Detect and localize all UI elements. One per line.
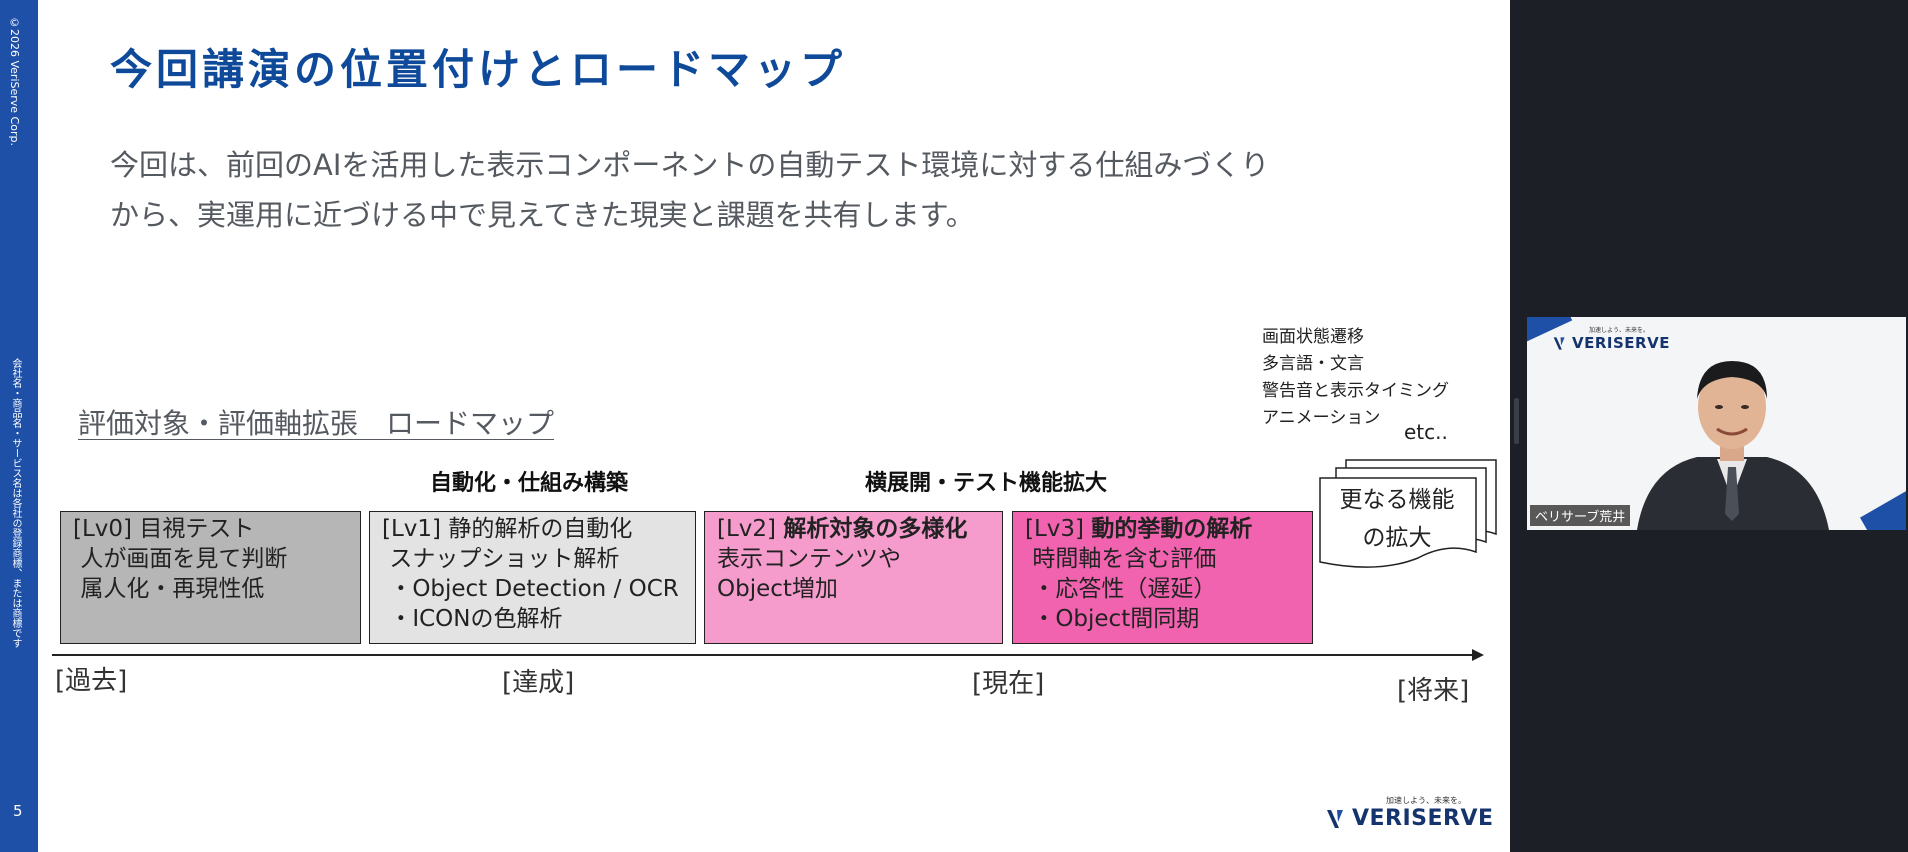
intro-line-1: 今回は、前回のAIを活用した表示コンポーネントの自動テスト環境に対する仕組みづく… [110, 148, 1270, 182]
level-tag: [Lv1] [382, 516, 442, 542]
phase-expansion-label: 横展開・テスト機能拡大 [865, 471, 1108, 496]
level-heading: 目視テスト [139, 516, 255, 542]
further-expansion-line-2: の拡大 [1362, 525, 1432, 551]
panel-resize-handle[interactable] [1514, 398, 1519, 444]
level-detail: 表示コンテンツや [717, 546, 901, 572]
level-box-lv1: [Lv1] 静的解析の自動化 スナップショット解析 ・Object Detect… [369, 511, 696, 644]
level-detail: ・応答性（遅延） [1032, 576, 1217, 602]
future-etc: etc.. [1404, 420, 1448, 444]
slide-title: 今回講演の位置付けとロードマップ [110, 45, 847, 94]
veriserve-logo: 加速しよう、未来を。 VERISERVE [1326, 795, 1494, 831]
future-item: アニメーション [1262, 408, 1381, 428]
document-stack-icon [1319, 459, 1497, 568]
presenter-nameplate: ベリサーブ荒井 [1530, 505, 1631, 526]
level-heading: 動的挙動の解析 [1091, 516, 1253, 542]
roadmap-title: 評価対象・評価軸拡張 ロードマップ [78, 407, 555, 440]
level-box-lv0: [Lv0] 目視テスト 人が画面を見て判断 属人化・再現性低 [60, 511, 361, 644]
level-box-lv3: [Lv3] 動的挙動の解析 時間軸を含む評価 ・応答性（遅延） ・Object間… [1012, 511, 1313, 644]
intro-text: 今回は、前回のAIを活用した表示コンポーネントの自動テスト環境に対する仕組みづく… [110, 140, 1269, 240]
trademark-note: 会社名・商品名・サービス名は各社の登録商標、または商標です [10, 358, 21, 648]
video-logo: 加速しよう、未来を。 VERISERVE [1553, 325, 1670, 352]
level-detail: Object増加 [717, 576, 838, 602]
level-box-lv2: [Lv2] 解析対象の多様化 表示コンテンツや Object増加 [704, 511, 1003, 644]
logo-text: VERISERVE [1352, 806, 1494, 831]
copyright-text: ©2026 VeriServe Corp. [8, 16, 21, 146]
intro-line-2: から、実運用に近づける中で見えてきた現実と課題を共有します。 [110, 198, 975, 232]
level-detail: スナップショット解析 [389, 546, 620, 572]
timeline-axis [52, 654, 1474, 656]
level-tag: [Lv3] [1025, 516, 1085, 542]
page-number: 5 [13, 802, 23, 820]
veriserve-v-icon [1553, 336, 1565, 350]
level-heading: 解析対象の多様化 [783, 516, 968, 542]
future-item: 多言語・文言 [1262, 354, 1364, 374]
further-expansion-text: 更なる機能 の拡大 [1322, 481, 1472, 557]
level-detail: 人が画面を見て判断 [80, 546, 288, 572]
phase-automation-label: 自動化・仕組み構築 [430, 471, 629, 496]
level-tag: [Lv2] [717, 516, 777, 542]
level-detail: ・Object間同期 [1032, 606, 1200, 632]
future-item: 警告音と表示タイミング [1262, 381, 1449, 401]
logo-tagline: 加速しよう、未来を。 [1386, 796, 1466, 805]
presenter-video: 加速しよう、未来を。 VERISERVE ベリサーブ荒井 [1527, 317, 1906, 530]
timeline-label-past: [過去] [55, 666, 128, 696]
further-expansion-line-1: 更なる機能 [1339, 487, 1455, 513]
level-detail: ・Object Detection / OCR [389, 576, 679, 602]
veriserve-v-icon [1327, 809, 1343, 828]
level-detail: 属人化・再現性低 [80, 576, 265, 602]
timeline-label-achieved: [達成] [502, 668, 575, 698]
presenter-figure [1637, 361, 1829, 530]
video-logo-text: VERISERVE [1572, 334, 1670, 352]
level-tag: [Lv0] [73, 516, 133, 542]
level-detail: ・ICONの色解析 [389, 606, 563, 632]
future-items-list: 画面状態遷移 多言語・文言 警告音と表示タイミング アニメーション [1262, 324, 1449, 432]
slide-sidebar: ©2026 VeriServe Corp. 会社名・商品名・サービス名は各社の登… [0, 0, 38, 852]
timeline-label-current: [現在] [972, 669, 1045, 699]
presentation-slide: ©2026 VeriServe Corp. 会社名・商品名・サービス名は各社の登… [0, 0, 1510, 852]
level-detail: 時間軸を含む評価 [1032, 546, 1217, 572]
timeline-arrow-icon [1472, 649, 1484, 661]
level-heading: 静的解析の自動化 [448, 516, 633, 542]
future-item: 画面状態遷移 [1262, 327, 1364, 347]
video-logo-tagline: 加速しよう、未来を。 [1588, 327, 1649, 334]
timeline-label-future: [将来] [1397, 676, 1470, 706]
